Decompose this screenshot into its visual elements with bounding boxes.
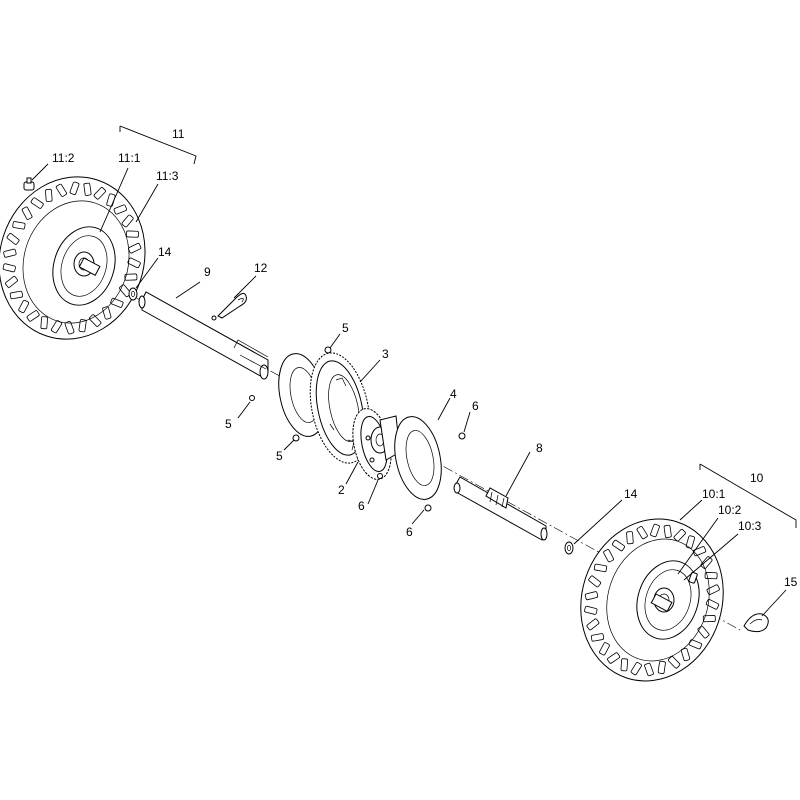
tread-lug [55,183,67,197]
tread-lug [704,572,718,580]
callout-10: 10 [750,471,764,485]
tread-lug [657,660,666,674]
callout-12: 12 [254,261,268,275]
tread-lug [2,263,16,273]
callout-10-1: 10:1 [702,487,726,501]
tread-lug [6,233,20,245]
tread-lug [113,204,127,215]
tread-lug [93,187,106,200]
tread-lug [30,197,44,209]
callout-11-1: 11:1 [118,151,141,165]
leader-lines [31,125,797,617]
tread-lug [697,625,710,639]
tread-lug [685,535,695,549]
callout-5-left: 5 [225,417,232,431]
tread-lug [650,523,660,538]
mount-plate-4 [394,416,442,500]
callout-10-3: 10:3 [738,519,762,533]
tread-lug [121,214,134,228]
cotter-pin-12 [217,292,247,319]
left-valve-stem [23,177,35,191]
left-washer [128,287,138,301]
right-valve-stem [688,571,698,584]
callout-9: 9 [204,265,211,279]
axle-8 [453,476,548,541]
tread-lug [620,658,629,672]
hairpin-clip-15 [743,613,769,633]
tread-lug [45,188,53,202]
tread-lug [3,248,17,258]
callout-14-right: 14 [624,487,638,501]
rivet-5-bottom [292,434,300,442]
callout-5-top: 5 [342,321,349,335]
tread-lug [626,531,634,545]
tread-lug [667,656,681,669]
callout-8: 8 [536,441,543,455]
tread-lug [705,599,720,610]
left-wheel-assembly [0,176,146,340]
tread-lug [12,221,26,230]
tread-lug [673,529,686,542]
callout-11-3: 11:3 [156,169,179,183]
callout-10-2: 10:2 [718,503,742,517]
tread-lug [78,319,87,333]
callout-2: 2 [338,483,345,497]
tread-lug [702,615,716,623]
tread-lug [607,652,621,664]
callout-11: 11 [172,127,185,141]
tread-lug [40,316,48,330]
tread-lug [83,182,92,196]
gear-2 [352,408,401,480]
tread-lug [5,276,18,288]
tread-lug [26,310,40,322]
rivet-6-top [458,432,466,440]
left-rim [52,226,116,306]
right-rim [636,560,700,640]
tread-lug [584,605,598,615]
tread-lug [584,591,599,601]
tread-lug [9,290,23,300]
callout-14-left: 14 [158,245,172,259]
tread-lug [18,299,30,314]
tread-lug [636,526,648,540]
tread-lug [21,206,33,220]
tread-lug [630,662,642,676]
tread-lug [603,549,614,563]
tread-lug [593,563,608,573]
rivet-6-bottom [424,504,432,512]
right-washer [564,541,574,555]
tread-lug [588,575,602,588]
tread-lug [126,230,139,238]
tread-lug [64,321,75,335]
rivet-6-middle [377,473,383,479]
callout-6-top: 6 [472,399,479,413]
rivet-5-left [249,395,255,401]
tread-lug [586,618,600,631]
callout-labels: 11 11:2 11:1 11:3 14 9 12 5 3 5 5 4 6 8 … [52,127,798,589]
callout-6-middle: 6 [358,499,365,513]
tread-lug [663,524,672,538]
callout-5-bottom: 5 [276,449,283,463]
tread-lug [599,642,610,656]
callout-6-bottom: 6 [406,525,413,539]
tread-lug [706,584,720,595]
axle-9 [138,291,269,380]
tread-lug [124,273,138,281]
callout-3: 3 [382,347,389,361]
right-wheel-assembly [564,518,724,682]
tread-lug [612,539,625,552]
tread-lug [69,181,80,195]
tread-lug [644,662,654,677]
tread-lug [688,639,703,650]
callout-15: 15 [784,575,798,589]
tread-lug [590,633,605,642]
callout-11-2: 11:2 [52,151,75,165]
callout-4: 4 [450,387,457,401]
